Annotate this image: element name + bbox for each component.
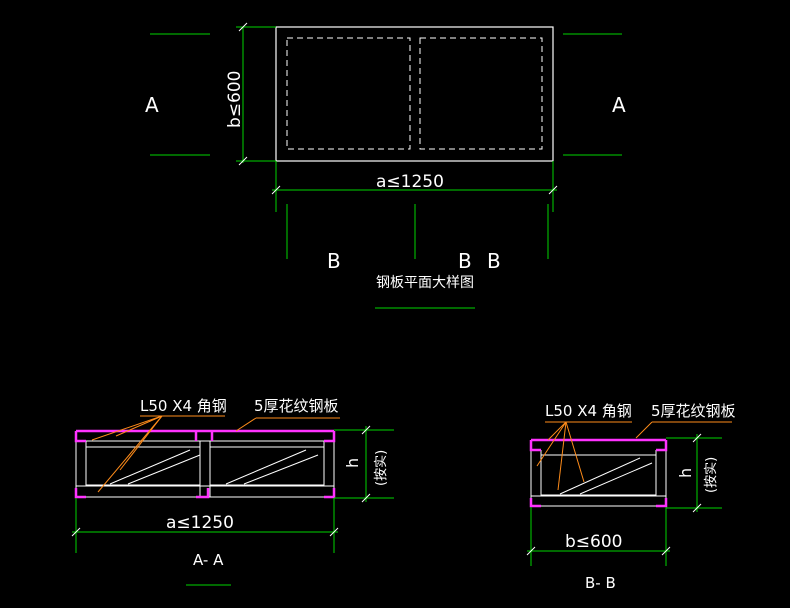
section-bb-label-plate: 5厚花纹钢板 [651, 402, 736, 420]
plan-dim-width: a≤1250 [376, 172, 444, 192]
section-bb-plate [529, 438, 668, 508]
section-aa-leaders [91, 415, 340, 493]
section-aa-title: A- A [193, 551, 224, 569]
section-aa: L50 X4 角钢 5厚花纹钢板 h (按实) a≤1250 A- A [71, 397, 394, 586]
section-bb-dim-width: b≤600 [565, 532, 622, 552]
section-a-marks [150, 33, 622, 156]
section-bb-dim-height: h [676, 468, 695, 478]
section-mark-b-1: B [327, 249, 341, 273]
plan-dim-width-lines [271, 161, 558, 212]
section-bb-dim-width-lines [526, 507, 671, 566]
plan-title: 钢板平面大样图 [376, 275, 474, 291]
section-aa-label-plate: 5厚花纹钢板 [254, 397, 339, 415]
section-bb-title: B- B [585, 574, 616, 592]
section-aa-dim-width-lines [71, 498, 339, 553]
section-mark-b-2: B [458, 249, 472, 273]
section-mark-b-3: B [487, 249, 501, 273]
section-bb-frame [530, 439, 667, 507]
plan-dim-height: b≤600 [225, 71, 245, 128]
section-mark-a-right: A [612, 93, 626, 117]
section-aa-frame [75, 432, 335, 498]
plan-outline [275, 26, 554, 162]
section-bb-dim-height-note: (按实) [704, 457, 719, 493]
section-aa-dim-height: h [343, 458, 362, 468]
plan-dashed-panel-right [419, 37, 543, 150]
section-b-marks [286, 204, 549, 259]
plan-dashed-panel-left [286, 37, 411, 150]
section-aa-dim-width: a≤1250 [166, 513, 234, 533]
section-aa-dim-height-note: (按实) [374, 450, 389, 486]
section-bb: L50 X4 角钢 5厚花纹钢板 h (按实) b≤600 B- B [526, 402, 736, 592]
plan-dim-height-lines [236, 22, 276, 166]
section-aa-label-angle: L50 X4 角钢 [140, 397, 227, 415]
section-bb-leaders [536, 421, 732, 491]
plan-view: A A b≤600 a≤1250 B B B 钢板平面 [145, 22, 626, 309]
section-aa-dim-height-lines [334, 425, 394, 503]
section-mark-a-left: A [145, 93, 159, 117]
section-bb-label-angle: L50 X4 角钢 [545, 402, 632, 420]
section-bb-dim-height-lines [666, 433, 722, 513]
